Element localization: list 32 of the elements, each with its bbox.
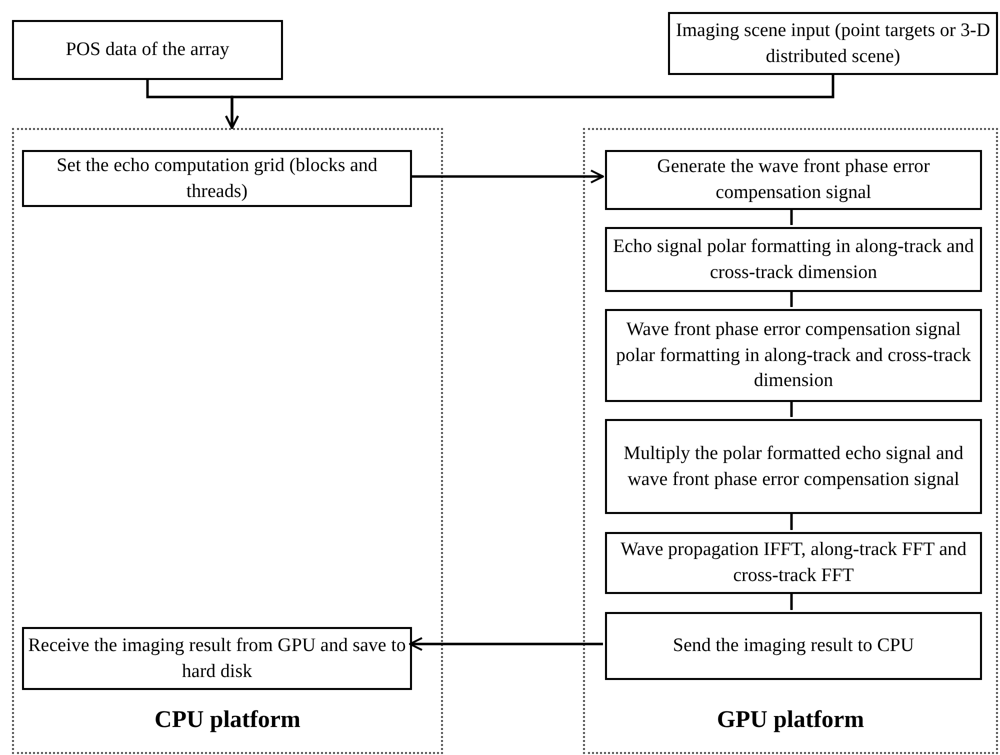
box-text: Echo signal polar formatting in along-track and cross-track dimension [612, 234, 975, 284]
connector-line [790, 208, 793, 225]
platform-panel [583, 128, 998, 754]
box-text: POS data of the array [66, 38, 230, 62]
box-text: Send the imaging result to CPU [672, 634, 914, 658]
connector-line [790, 400, 793, 417]
process-box [605, 419, 982, 514]
process-box [605, 309, 982, 402]
process-box [22, 627, 412, 690]
box-text: Receive the imaging result from GPU and save to hard disk [28, 634, 406, 684]
connector-line [790, 512, 793, 530]
arrow [225, 75, 834, 129]
arrow [409, 637, 603, 651]
box-text: Imaging scene input (point targets or 3-D distributed scene) [674, 18, 992, 68]
box-text: Generate the wave front phase error compensation signal [656, 155, 931, 205]
process-box [22, 150, 412, 207]
process-box [12, 20, 283, 80]
process-box [605, 612, 982, 680]
arrow [410, 170, 604, 184]
box-text: Wave propagation IFFT, along-track FFT and cross-track FFT [619, 538, 968, 588]
platform-panel [12, 128, 443, 754]
box-text: Wave front phase error compensation signal polar formatting in along-track and cross-track dimension [614, 318, 972, 394]
panel-heading: GPU platform [716, 706, 866, 735]
process-box [605, 532, 982, 594]
process-box [668, 12, 998, 75]
connector-line [790, 290, 793, 307]
box-text: Multiply the polar formatted echo signal and wave front phase error compensation signal [622, 442, 964, 492]
panel-heading: CPU platform [154, 706, 302, 735]
process-box [605, 150, 982, 210]
box-text: Set the echo computation grid (blocks and threads) [56, 154, 378, 204]
process-box [605, 227, 982, 292]
connector-line [790, 592, 793, 610]
